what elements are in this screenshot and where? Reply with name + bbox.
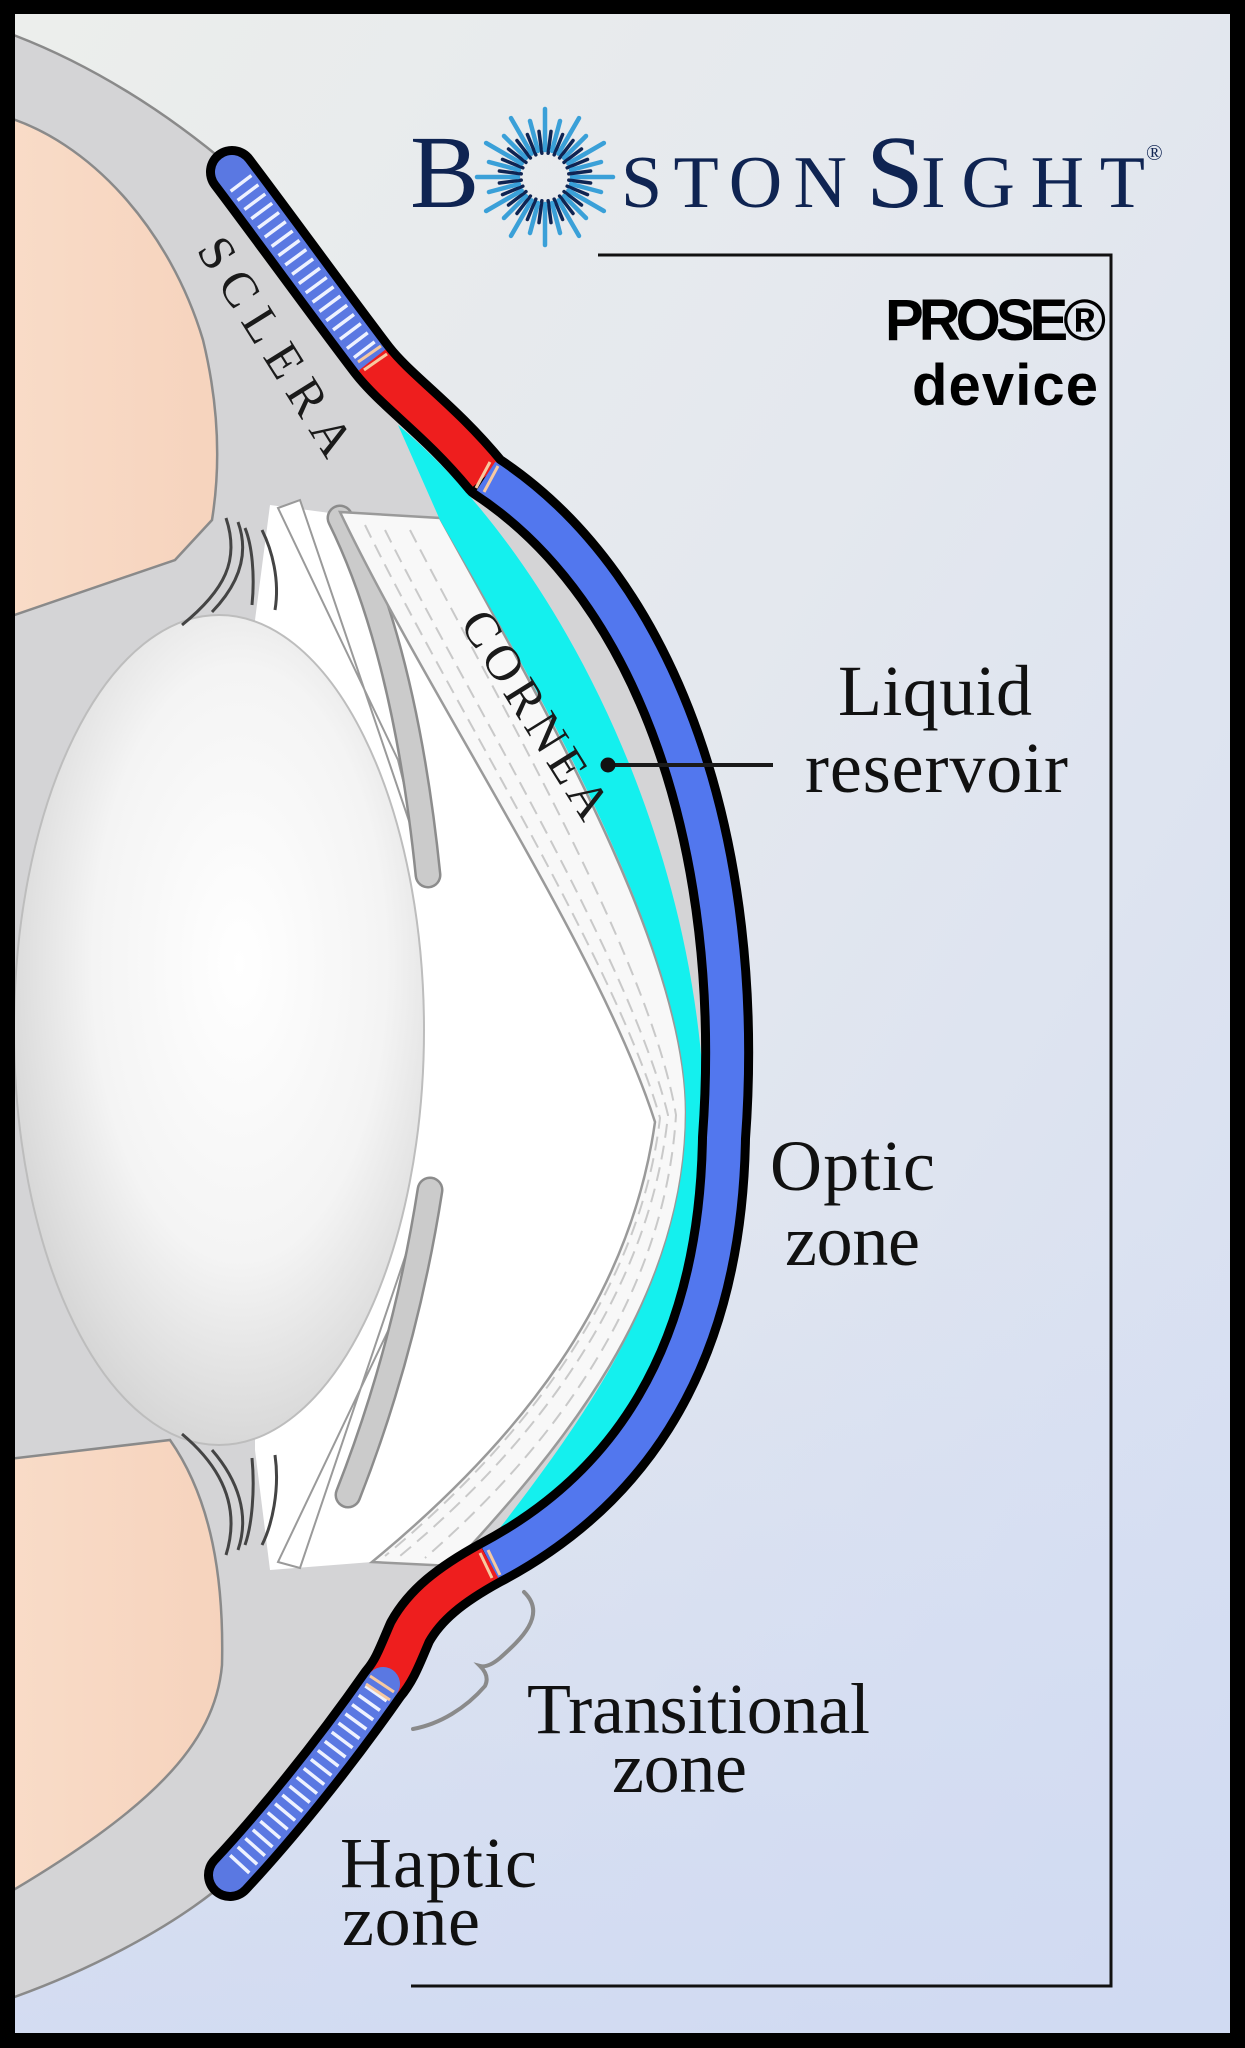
logo-ray-dark: [497, 178, 523, 185]
logo-ray-dark: [567, 169, 593, 176]
logo-ray: [483, 188, 524, 214]
logo-ray-dark: [500, 157, 525, 170]
logo-ray: [486, 181, 522, 195]
logo-ray: [483, 140, 524, 166]
logo-ray-dark: [537, 129, 544, 155]
logo-ray: [556, 198, 582, 239]
logo-ray-dark: [546, 199, 553, 225]
logo-ray: [486, 159, 522, 173]
logo-ray-dark: [552, 132, 565, 157]
haptic-zone-label-line1: Haptic: [340, 1823, 537, 1903]
callout-frame: [411, 253, 1113, 1988]
transitional-zone-upper: [358, 349, 500, 487]
logo-ray: [527, 200, 541, 236]
logo-ray: [561, 133, 589, 161]
liquid-reservoir-label-line1: Liquid: [838, 651, 1032, 731]
product-name: PROSE®: [885, 288, 1106, 353]
haptic-stripes-upper: [229, 174, 377, 360]
logo-ray-dark: [525, 132, 538, 157]
zone-junction-marks: [357, 344, 502, 1702]
transitional-zone-brace: [411, 1590, 536, 1731]
liquid-reservoir-label-line2: reservoir: [805, 728, 1068, 808]
transitional-zone-lower: [369, 1548, 499, 1696]
logo-ray: [508, 115, 534, 156]
logo-ray: [566, 188, 607, 214]
logo-ray-dark: [515, 138, 533, 160]
logo-ray: [549, 118, 563, 154]
logo-ray-dark: [557, 138, 575, 160]
logo-ray: [527, 118, 541, 154]
logo-ray-dark: [546, 129, 553, 155]
transitional-zone-label-line1: Transitional: [527, 1669, 870, 1749]
logo-ray-dark: [506, 189, 528, 207]
upper-ciliary-fibers: [181, 517, 279, 627]
liquid-reservoir: [398, 425, 705, 1582]
logo-ray: [501, 193, 529, 221]
logo-text-ston: STON: [621, 142, 847, 224]
logo-ray-dark: [562, 189, 584, 207]
cornea-texture: [364, 524, 678, 1559]
transitional-zone-label-line2: zone: [612, 1728, 747, 1808]
logo-letter-s: S: [866, 115, 924, 230]
iris-lower-fill: [337, 1179, 441, 1506]
logo-ray: [561, 193, 589, 221]
logo-ray-dark: [552, 197, 565, 222]
logo-letter-b: B: [410, 115, 479, 230]
logo-ray-dark: [562, 147, 584, 165]
logo-ray: [501, 133, 529, 161]
logo-ray: [549, 200, 563, 236]
optic-zone: [476, 461, 745, 1579]
orbit-tissue: [15, 118, 224, 1891]
logo-ray-dark: [567, 178, 593, 185]
logo-ray: [568, 181, 604, 195]
logo-starburst-icon: [474, 106, 616, 248]
logo-ray: [566, 140, 607, 166]
logo-ray: [556, 115, 582, 156]
logo-ray-dark: [497, 169, 523, 176]
logo-ray-dark: [506, 147, 528, 165]
logo-ray-dark: [537, 199, 544, 225]
crystalline-lens: [15, 614, 425, 1446]
logo-ray-dark: [565, 184, 590, 197]
logo-ray-dark: [500, 184, 525, 197]
optic-zone-label-line1: Optic: [770, 1126, 935, 1206]
logo-ray-dark: [525, 197, 538, 222]
logo-registered-mark: ®: [1146, 140, 1163, 165]
lower-ciliary-fibers: [181, 1432, 279, 1556]
logo-ray-dark: [565, 157, 590, 170]
optic-zone-label-line2: zone: [785, 1201, 920, 1281]
logo-ray: [508, 198, 534, 239]
iris-upper-fill: [329, 507, 439, 886]
logo-ray-dark: [515, 194, 533, 216]
logo-ray-dark: [557, 194, 575, 216]
logo-ray: [568, 159, 604, 173]
product-subtitle: device: [912, 353, 1098, 418]
reservoir-leader-dot: [600, 757, 616, 773]
haptic-zone-label-line2: zone: [342, 1881, 480, 1961]
